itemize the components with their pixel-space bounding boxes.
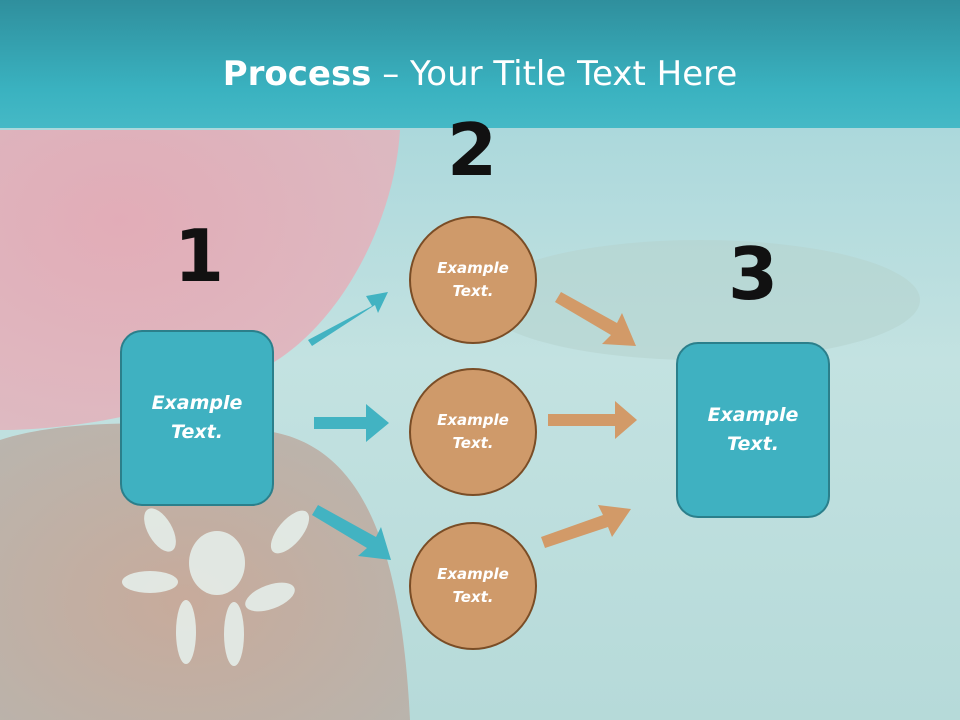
step-2-circle-middle: Example Text.: [409, 368, 537, 496]
step-2-circle-bottom: Example Text.: [409, 522, 537, 650]
step-3-label: Example Text.: [707, 404, 799, 455]
slide-title: Process – Your Title Text Here: [0, 52, 960, 96]
step-2-label-top: Example Text.: [437, 259, 509, 300]
title-bold: Process: [222, 54, 372, 94]
step-1-number: 1: [173, 214, 225, 298]
step-2-circle-top: Example Text.: [409, 216, 537, 344]
step-2-number: 2: [446, 108, 498, 192]
step-3-number: 3: [727, 232, 779, 316]
title-bar: [0, 0, 960, 128]
step-3-box: Example Text.: [676, 342, 830, 518]
step-1-box: Example Text.: [120, 330, 274, 506]
title-rest: – Your Title Text Here: [371, 54, 738, 94]
step-2-label-middle: Example Text.: [437, 411, 509, 452]
step-2-label-bottom: Example Text.: [437, 565, 509, 606]
step-1-label: Example Text.: [151, 392, 243, 443]
